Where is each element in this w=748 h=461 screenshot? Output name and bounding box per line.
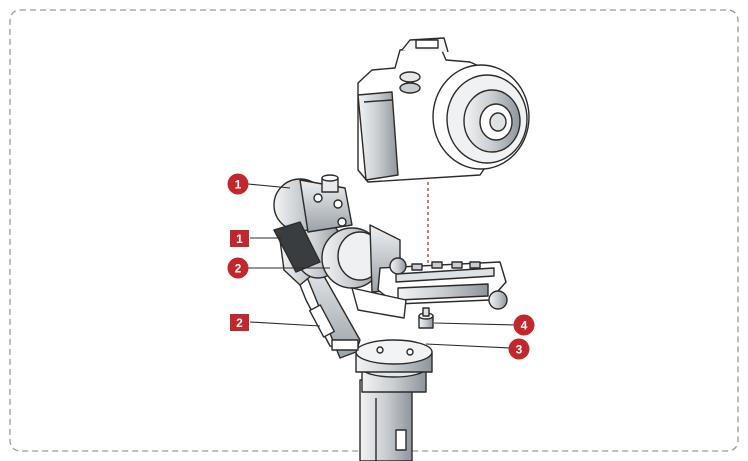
svg-text:4: 4 bbox=[521, 319, 528, 333]
svg-text:2: 2 bbox=[236, 316, 243, 330]
callout-circle-4: 4 bbox=[513, 314, 535, 336]
callout-circle-2: 2 bbox=[227, 257, 249, 279]
mirrorless-camera-icon bbox=[357, 37, 530, 183]
callout-circle-1: 1 bbox=[227, 173, 249, 195]
handheld-gimbal-icon bbox=[273, 174, 508, 461]
svg-text:1: 1 bbox=[235, 178, 242, 192]
svg-text:3: 3 bbox=[516, 343, 523, 357]
svg-text:2: 2 bbox=[235, 262, 242, 276]
leader-lines bbox=[247, 183, 517, 349]
svg-text:1: 1 bbox=[236, 232, 243, 246]
callout-circle-3: 3 bbox=[508, 338, 530, 360]
callout-square-1: 1 bbox=[230, 230, 249, 247]
callout-square-2: 2 bbox=[230, 314, 249, 331]
